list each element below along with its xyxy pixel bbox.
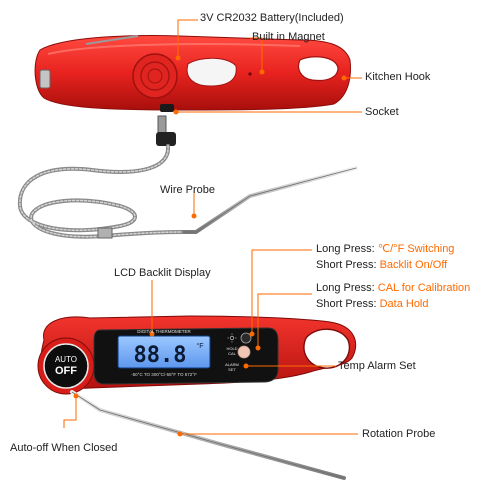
top-thermometer bbox=[34, 35, 351, 112]
long-press-prefix: Long Press: bbox=[316, 282, 378, 294]
alarm-label: ALARM bbox=[225, 362, 239, 367]
short-press-prefix: Short Press: bbox=[316, 298, 380, 310]
lcd-unit: °F bbox=[196, 342, 203, 350]
temp-alarm-label: Temp Alarm Set bbox=[338, 360, 416, 372]
battery-label: 3V CR2032 Battery(Included) bbox=[200, 12, 344, 24]
auto-off-auto-word: AUTO bbox=[55, 355, 77, 364]
device-header-text: DIGITAL THERMOMETER bbox=[137, 329, 191, 334]
lcd-screen bbox=[117, 335, 211, 369]
long-press-action: CAL for Calibration bbox=[377, 282, 471, 294]
battery-cover bbox=[132, 53, 178, 99]
hold-label: HOLD bbox=[226, 346, 237, 351]
cal-short-press-label: Short Press: Data Hold bbox=[316, 298, 429, 311]
auto-off-label: Auto-off When Closed bbox=[10, 442, 118, 454]
cal-label: CAL bbox=[228, 351, 237, 356]
backlight-button[interactable] bbox=[240, 332, 252, 344]
long-press-action: ℃/°F Switching bbox=[377, 243, 455, 255]
short-press-action: Data Hold bbox=[379, 298, 429, 310]
callout-leader-lines bbox=[63, 19, 362, 437]
set-label: SET bbox=[228, 367, 236, 372]
magnet-label: Built in Magnet bbox=[252, 31, 325, 43]
auto-off-off-word: OFF bbox=[55, 365, 77, 377]
lcd-reading: 88.8 bbox=[134, 343, 187, 368]
short-press-prefix: Short Press: bbox=[316, 259, 380, 271]
device-printed-text: DIGITAL THERMOMETER 88.8 °F -50°C TO 300… bbox=[55, 329, 239, 377]
backlight-long-press-label: Long Press: ℃/°F Switching bbox=[316, 243, 454, 256]
kitchen-hook-label: Kitchen Hook bbox=[365, 71, 431, 83]
wire-probe bbox=[17, 115, 358, 239]
cal-long-press-label: Long Press: CAL for Calibration bbox=[316, 282, 470, 295]
wire-probe-label: Wire Probe bbox=[160, 184, 216, 196]
short-press-action: Backlit On/Off bbox=[379, 259, 448, 271]
long-press-prefix: Long Press: bbox=[316, 243, 378, 255]
socket-label: Socket bbox=[365, 106, 399, 118]
lcd-backlit-label: LCD Backlit Display bbox=[114, 267, 211, 279]
rotation-probe-label: Rotation Probe bbox=[362, 428, 436, 440]
hold-cal-button[interactable] bbox=[237, 345, 251, 359]
sun-icon bbox=[227, 333, 237, 343]
device-range-text: -50°C TO 300°C/-58°F TO 572°F bbox=[131, 372, 197, 377]
backlight-short-press-label: Short Press: Backlit On/Off bbox=[316, 259, 447, 272]
